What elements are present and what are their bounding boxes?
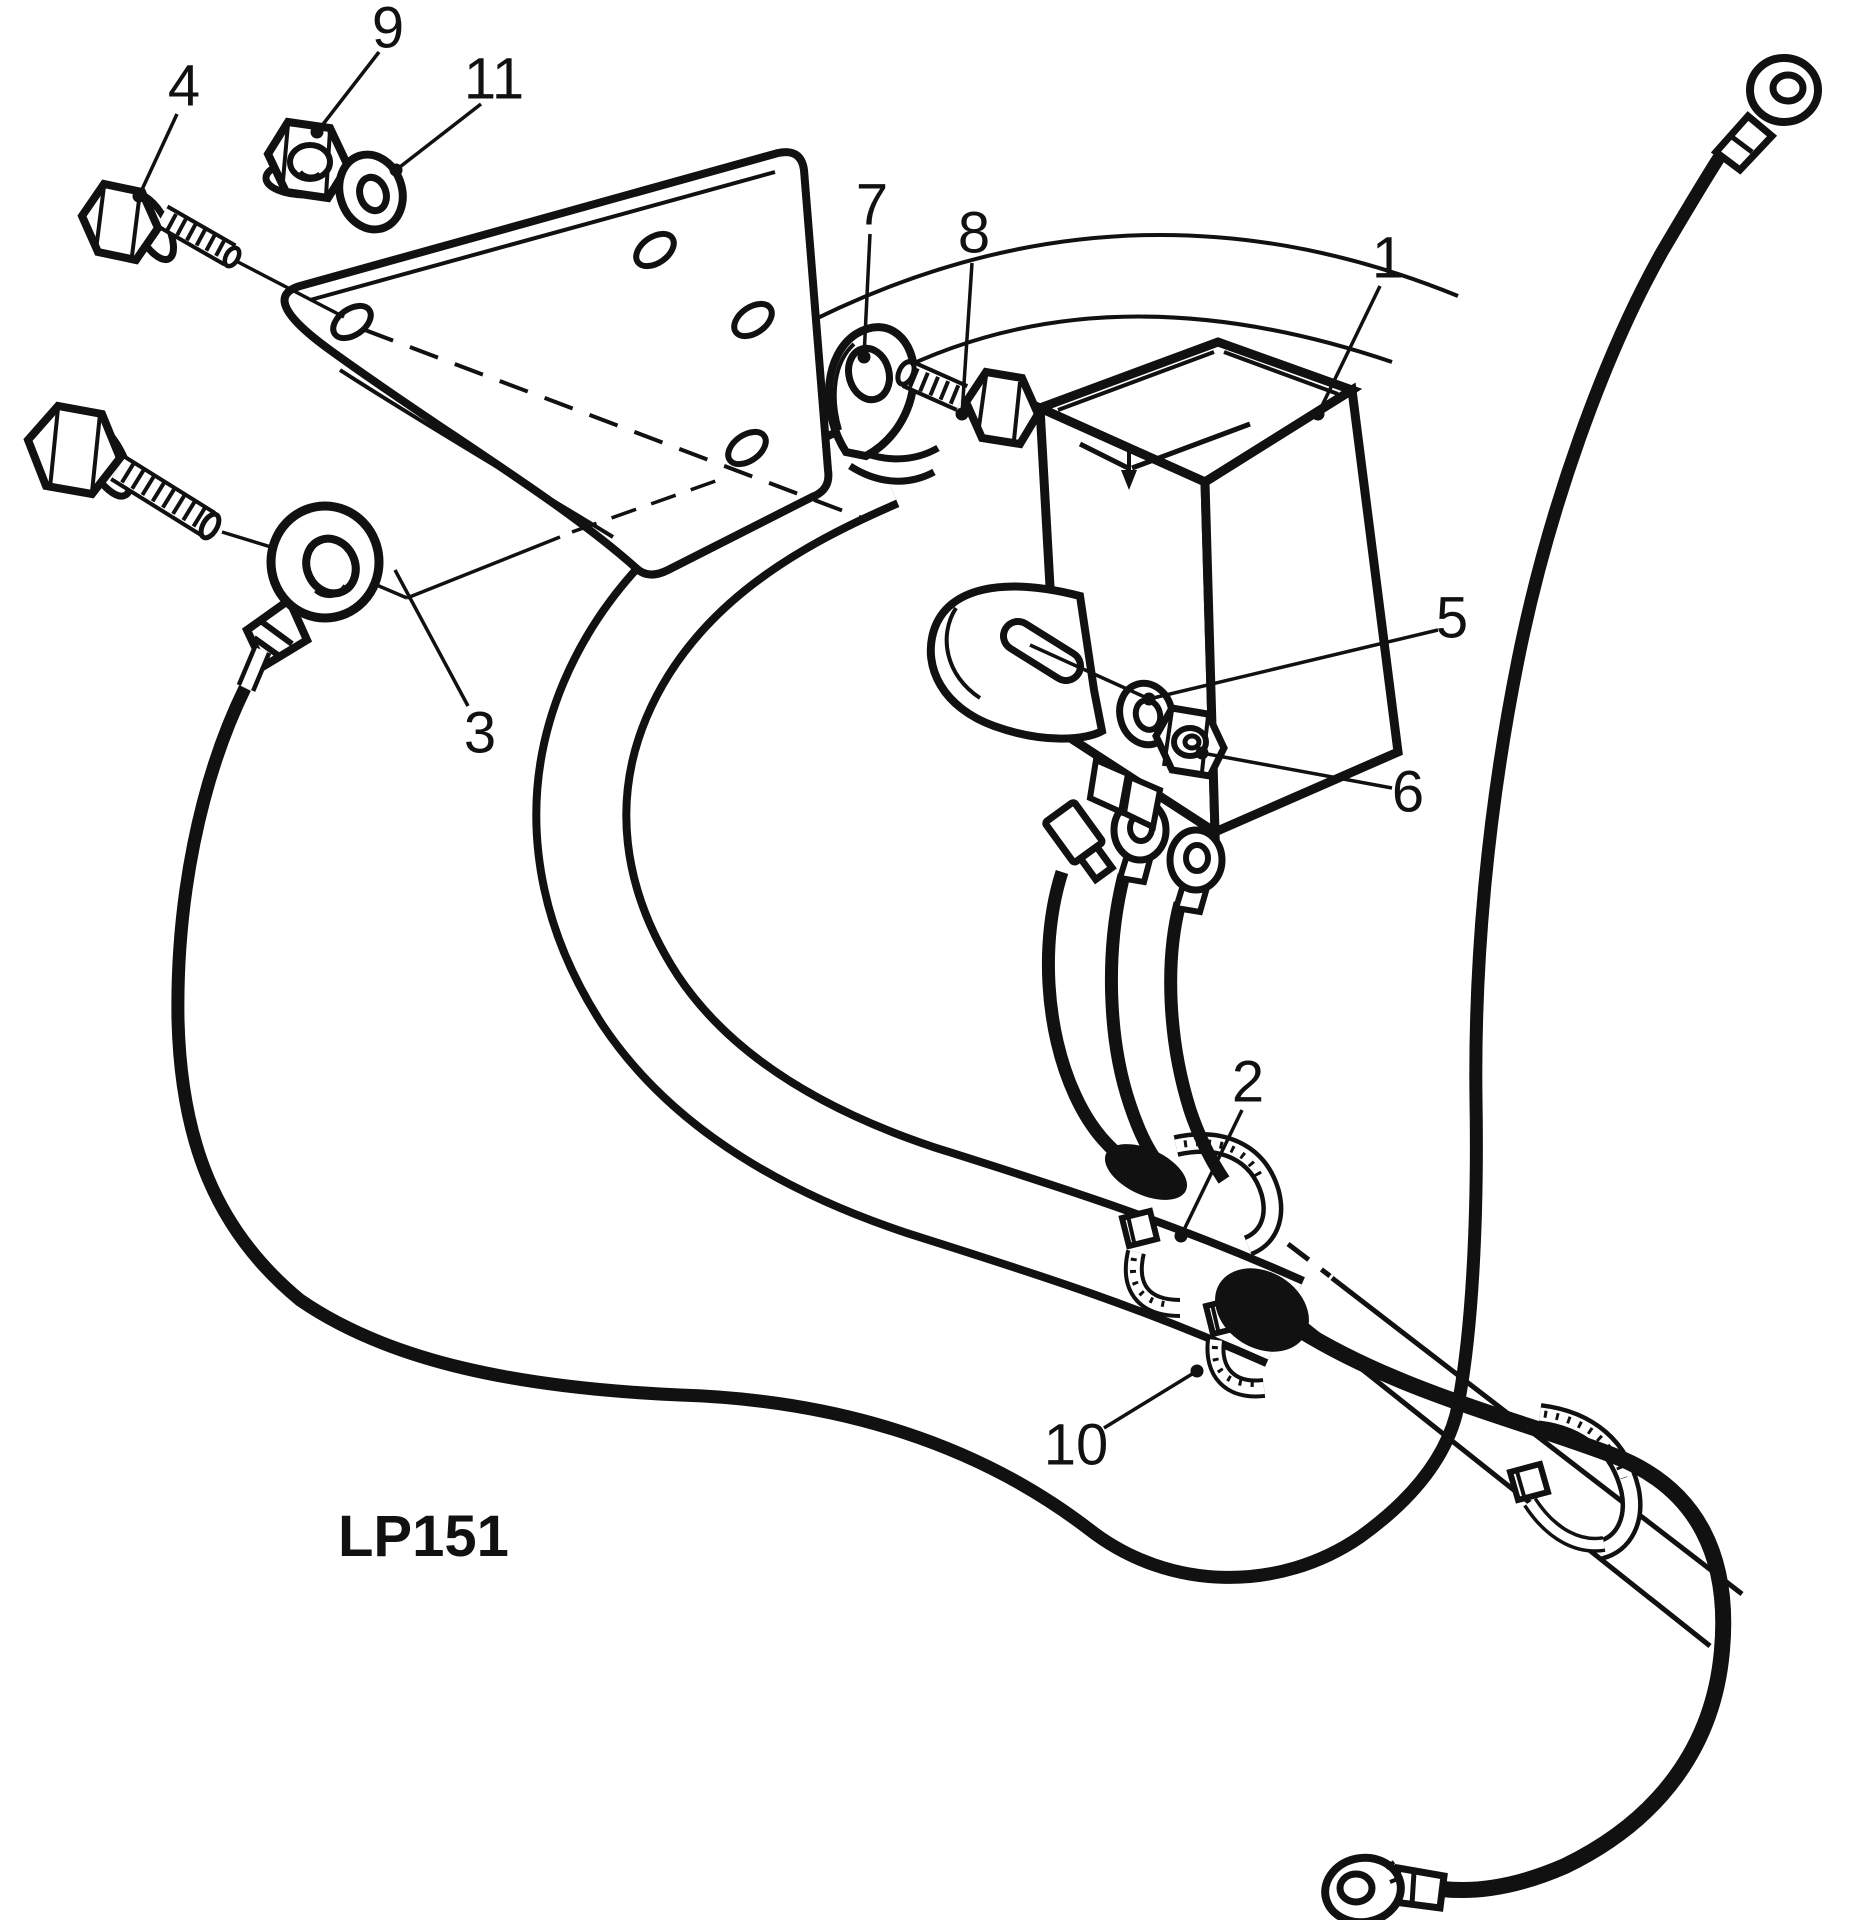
- leader-dot-1: [1311, 407, 1325, 421]
- nut-6: [1152, 704, 1228, 780]
- frame-tube-clamp: [1506, 1403, 1643, 1561]
- leader-line-4: [137, 113, 179, 197]
- relay-foot-tab: [1120, 772, 1164, 832]
- machine-body-contour-lines: [789, 232, 1459, 394]
- leader-dot-4: [132, 189, 146, 203]
- eyelet-terminal-7: [824, 323, 919, 461]
- leader-dot-8: [955, 407, 969, 421]
- bolt-head: [77, 179, 163, 265]
- leader-line-9: [315, 50, 381, 134]
- ring-terminal-bottom: [1321, 1853, 1448, 1920]
- washer-11: [335, 150, 407, 234]
- callout-layer: 1 2 3 4 5 6 7 8 9 10 11: [132, 0, 1468, 1478]
- plate-hole: [731, 300, 775, 340]
- relay-mounting-strap: [926, 582, 1107, 743]
- figure-code: LP151: [338, 1504, 509, 1569]
- leader-dot-11: [389, 163, 403, 177]
- part-label-11: 11: [464, 47, 524, 112]
- frame-tube: [1256, 1242, 1744, 1648]
- ring-terminal-small-2: [1166, 826, 1226, 916]
- bolt-head: [23, 401, 125, 499]
- part-label-3: 3: [464, 701, 496, 766]
- part-label-6: 6: [1392, 760, 1424, 825]
- leader-line-3: [393, 569, 470, 707]
- leader-dot-10: [1190, 1364, 1204, 1378]
- alignment-lines: [221, 260, 863, 600]
- ring-terminal-left: [236, 501, 384, 692]
- harness-conduit: [532, 416, 1305, 1367]
- ring-terminal-top-right: [1710, 54, 1822, 175]
- leader-dot-2: [1174, 1229, 1188, 1243]
- hex-bolt-large: [23, 401, 222, 541]
- relay-foot-tab: [1086, 755, 1132, 817]
- cap-to-bottom-terminal-cable: [1295, 1323, 1732, 1899]
- conduit-clamp-b: [1118, 1207, 1181, 1318]
- leader-line-10: [1103, 1369, 1198, 1430]
- leader-dot-5: [1142, 692, 1156, 706]
- leader-line-1: [1316, 285, 1382, 415]
- conduit-end-cap: [1215, 1268, 1309, 1352]
- part-label-9: 9: [372, 0, 404, 61]
- bolt-8: [895, 359, 1043, 449]
- leader-line-2: [1179, 1109, 1244, 1237]
- plate-hole: [633, 230, 677, 270]
- relay-lead-wires: [1041, 870, 1230, 1184]
- leader-dot-9: [310, 125, 324, 139]
- battery-cable-long: [171, 146, 1730, 1584]
- part-label-7: 7: [856, 173, 888, 238]
- leader-dot-7: [857, 350, 871, 364]
- part-label-10: 10: [1044, 1413, 1109, 1478]
- spade-terminal: [1042, 799, 1117, 885]
- bolt-4: [77, 179, 242, 269]
- plate-hole: [330, 302, 374, 342]
- leader-line-7: [862, 233, 872, 358]
- nut-9: [262, 117, 353, 203]
- part-label-5: 5: [1436, 586, 1468, 651]
- part-label-4: 4: [168, 54, 200, 119]
- part-label-2: 2: [1232, 1050, 1264, 1115]
- plate-hole: [725, 428, 769, 468]
- part-label-8: 8: [958, 201, 990, 266]
- leader-line-6: [1201, 751, 1393, 790]
- mounting-plate: [280, 148, 833, 579]
- relay-top-arrow: [1121, 470, 1137, 490]
- leader-dot-6: [1195, 746, 1209, 760]
- leader-line-11: [394, 102, 483, 172]
- part-label-1: 1: [1372, 226, 1404, 291]
- leader-line-8: [960, 262, 974, 415]
